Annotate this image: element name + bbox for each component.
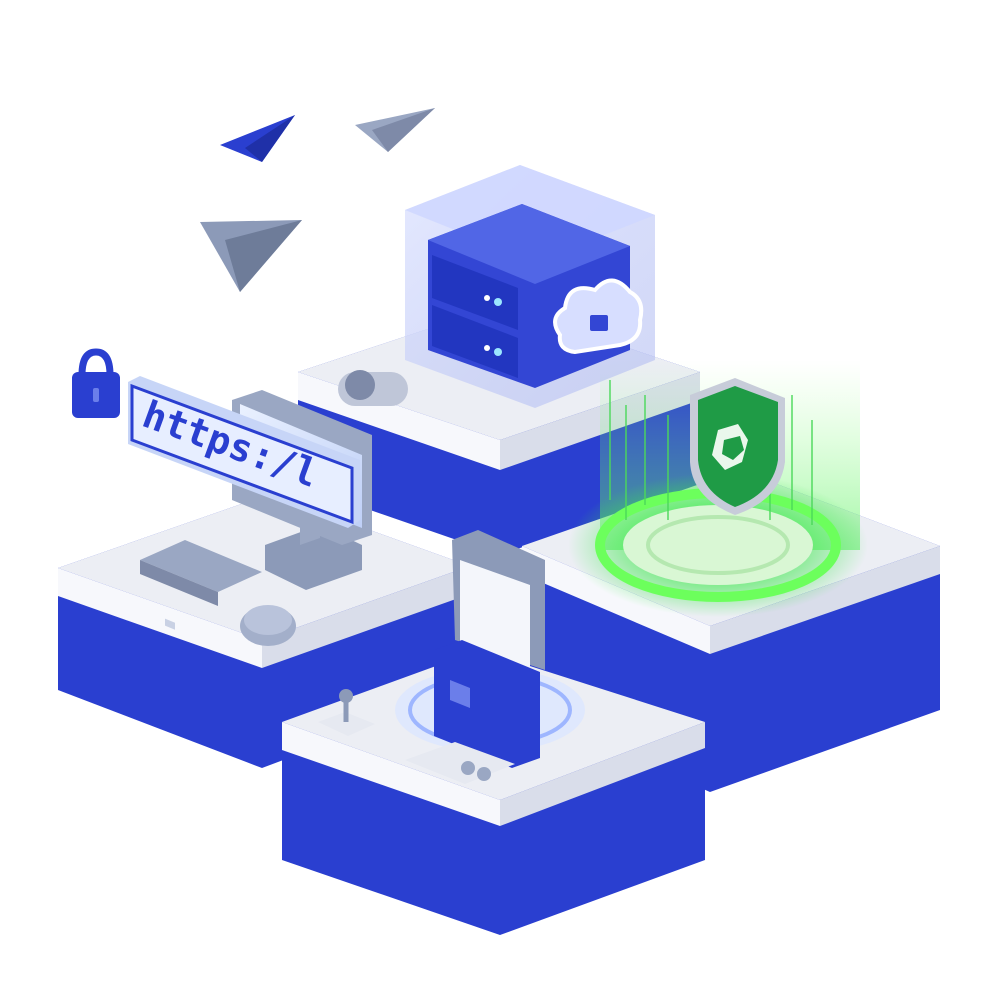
button-dots: [405, 742, 515, 784]
paper-plane-icon: [355, 108, 435, 152]
cloud-lock-icon: [553, 278, 644, 355]
folder-lock-icon: [395, 530, 585, 768]
paper-plane-icon: [200, 220, 302, 292]
keyboard-icon: [140, 540, 262, 630]
toggle-switch-icon: [338, 370, 408, 406]
paper-plane-icon: [220, 115, 295, 162]
folder-platform: [282, 650, 705, 935]
joystick-icon: [318, 689, 375, 736]
green-glow-ring: [568, 360, 868, 617]
mouse-icon: [240, 605, 296, 646]
padlock-icon: [72, 348, 120, 418]
shield-icon: [690, 378, 785, 515]
